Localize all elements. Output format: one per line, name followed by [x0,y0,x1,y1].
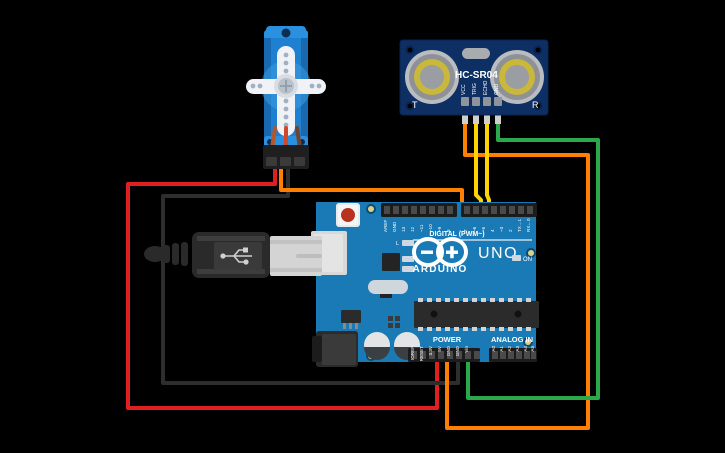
wire-sensor-gnd[interactable] [466,118,600,400]
usb-icon [220,247,252,265]
servo-connector[interactable] [263,145,309,169]
sensor-pin-legs [462,108,501,124]
wire-servo-signal[interactable] [279,158,464,212]
transducer-left-label: T [412,100,418,110]
digital-pin-label-2: 2 [508,229,513,232]
sensor-pin-label-trig: TRIG [472,83,478,95]
transducer-transmitter [405,50,459,104]
digital-pin-labels: AREF GND 13 12 ~11 ~10 ~9 8 7 ~6 ~5 4 ~3… [383,218,531,232]
analog-pin-label-a5: A5 [530,346,535,352]
power-led-indicator: ON [512,255,532,263]
sensor-pin-label-echo: ECHO [483,80,489,95]
power-header-title: POWER [433,335,462,344]
power-pin-label-reset: RESET [419,346,424,362]
analog-pin-label-a4: A4 [523,346,528,352]
sensor-pin-label-gnd: GND [494,84,500,96]
analog-pin-labels: A0 A1 A2 A3 A4 A5 [491,346,535,352]
digital-pin-label-tx1: TX→1 [517,219,522,232]
arduino-logo-icon [412,237,468,267]
led-label-l: L [396,241,399,247]
digital-pin-header[interactable] [381,203,537,217]
analog-pin-label-a1: A1 [499,346,504,352]
power-pin-header[interactable] [408,348,480,362]
servo-lead-wires [270,126,302,150]
dc-barrel-jack[interactable] [312,331,358,367]
analog-pin-label-a0: A0 [491,346,496,352]
digital-pin-label-6: ~6 [472,226,477,232]
digital-pin-label-aref: AREF [383,220,388,232]
analog-pin-header[interactable] [489,348,537,362]
digital-pin-label-7: 7 [463,229,468,232]
voltage-regulator [341,310,361,329]
icsp-pad-area [368,280,408,294]
digital-pin-label-3: ~3 [499,226,504,232]
digital-pin-label-gnd: GND [392,221,397,232]
usb-connector-plug[interactable] [144,232,322,278]
digital-header-title: DIGITAL (PWM~) [429,231,484,238]
board-model-label: UNO [478,245,518,262]
digital-pin-label-rx0: RX←0 [526,218,531,232]
analog-pin-label-a3: A3 [515,346,520,352]
servo-horn [246,46,326,136]
digital-pin-label-11: ~11 [419,224,424,232]
reset-button[interactable] [336,203,360,227]
sensor-silkscreen-label: HC-SR04 [455,70,498,81]
analog-pin-label-a2: A2 [507,346,512,352]
analog-header-title: ANALOG IN [491,335,533,344]
power-pin-label-ioref: IOREF [410,346,415,360]
digital-pin-label-4: 4 [490,229,495,232]
power-pin-label-gnd2: GND [455,345,460,356]
digital-pin-label-10: ~10 [428,224,433,232]
digital-pin-label-13: 13 [401,226,406,232]
digital-pin-label-5: ~5 [481,226,486,232]
power-pin-label-3v3: 3.3V [428,345,433,355]
microcontroller-chip [414,298,539,331]
sensor-oscillator [462,48,490,59]
sensor-pin-label-vcc: VCC [461,84,467,95]
wire-sensor-vcc[interactable] [445,118,590,430]
power-led-label: ON [523,257,532,263]
digital-pin-label-12: 12 [410,226,415,232]
power-pin-label-5v: 5V [437,345,442,352]
power-pin-labels: IOREF RESET 3.3V 5V GND GND Vin [410,345,469,361]
sensor-pin-header[interactable]: VCC TRIG ECHO GND [461,80,502,106]
transducer-receiver [490,50,544,104]
wire-servo-power[interactable] [126,158,439,410]
digital-pin-label-9: ~9 [437,226,442,232]
power-pin-label-vin: Vin [464,346,469,353]
digital-pin-label-8: 8 [446,229,451,232]
board-brand-label: ARDUINO [412,264,467,275]
power-pin-label-gnd1: GND [446,345,451,356]
transducer-right-label: R [532,100,539,110]
